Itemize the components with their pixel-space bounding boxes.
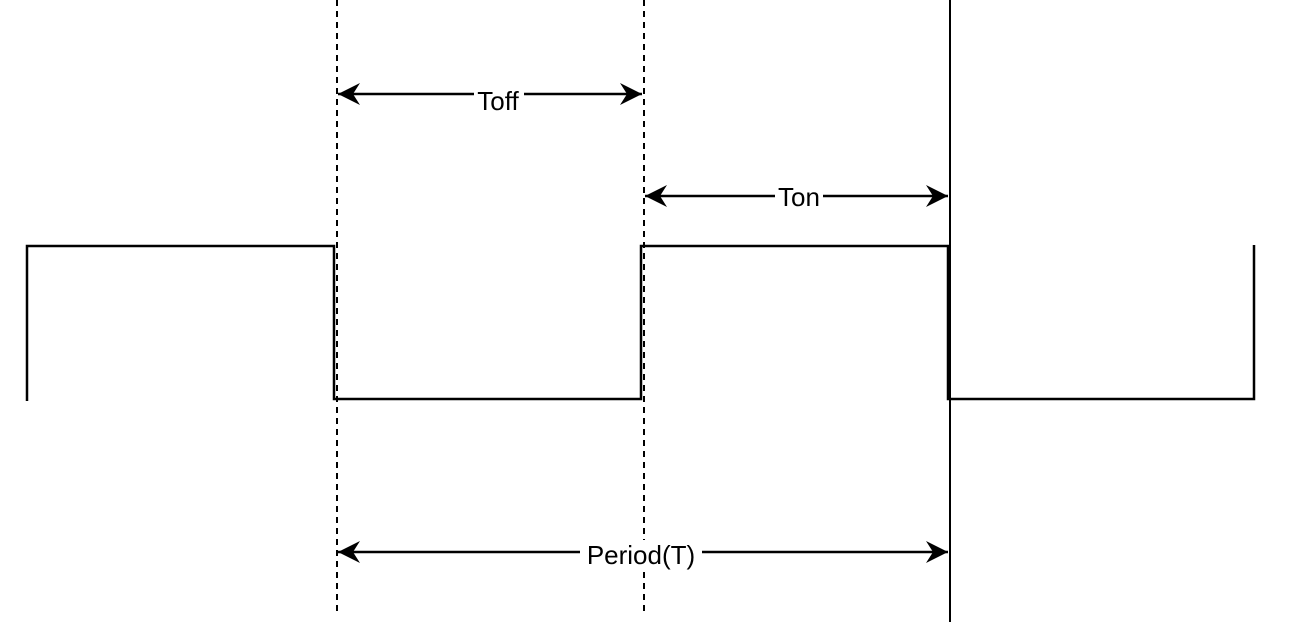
toff-dimension: Toff [338,83,642,116]
toff-label: Toff [477,86,519,116]
period-label: Period(T) [587,540,695,570]
period-label-bg [580,540,702,568]
ton-label-bg [775,185,823,211]
period-dimension: Period(T) [338,540,948,570]
square-waveform [25,244,1256,401]
ton-dimension: Ton [645,182,948,212]
ton-label: Ton [778,182,820,212]
toff-label-bg [474,84,524,110]
